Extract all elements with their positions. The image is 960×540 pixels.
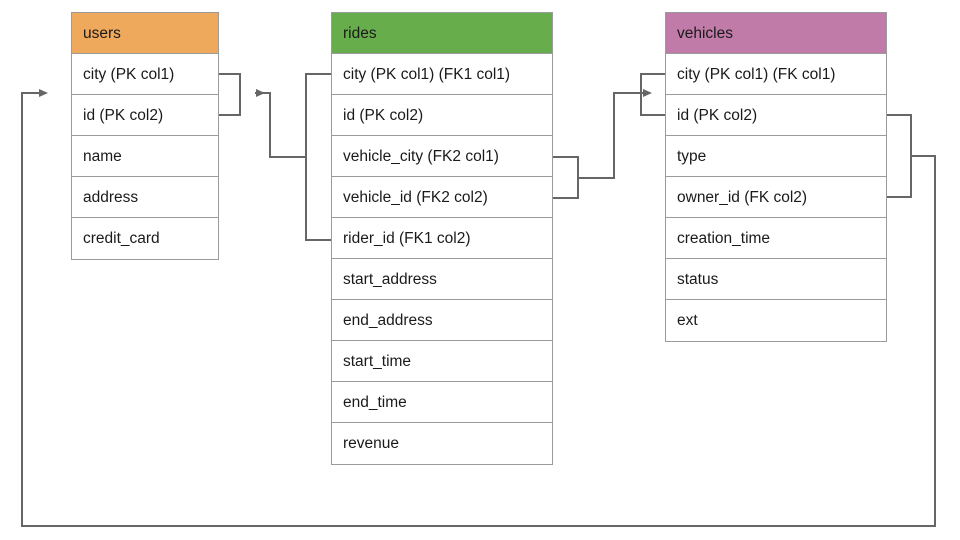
table-users-column-city[interactable]: city (PK col1) xyxy=(72,54,218,95)
table-vehicles-column-status[interactable]: status xyxy=(666,259,886,300)
table-users[interactable]: users city (PK col1) id (PK col2) name a… xyxy=(71,12,219,260)
table-users-column-credit-card[interactable]: credit_card xyxy=(72,218,218,259)
table-rides-title: rides xyxy=(332,13,552,54)
table-rides-column-revenue[interactable]: revenue xyxy=(332,423,552,464)
table-vehicles-column-city[interactable]: city (PK col1) (FK col1) xyxy=(666,54,886,95)
table-rides-column-id[interactable]: id (PK col2) xyxy=(332,95,552,136)
table-rides-column-rider-id[interactable]: rider_id (FK1 col2) xyxy=(332,218,552,259)
table-vehicles-column-creation-time[interactable]: creation_time xyxy=(666,218,886,259)
table-rides-column-start-address[interactable]: start_address xyxy=(332,259,552,300)
edge-rides-rider-to-users xyxy=(218,73,332,241)
table-rides-column-start-time[interactable]: start_time xyxy=(332,341,552,382)
table-rides-column-vehicle-id[interactable]: vehicle_id (FK2 col2) xyxy=(332,177,552,218)
table-rides-column-city[interactable]: city (PK col1) (FK1 col1) xyxy=(332,54,552,95)
edge-vehicles-owner-to-users xyxy=(21,89,936,527)
table-rides-column-vehicle-city[interactable]: vehicle_city (FK2 col1) xyxy=(332,136,552,177)
table-users-column-address[interactable]: address xyxy=(72,177,218,218)
table-rides-column-end-time[interactable]: end_time xyxy=(332,382,552,423)
table-rides-column-end-address[interactable]: end_address xyxy=(332,300,552,341)
table-users-column-name[interactable]: name xyxy=(72,136,218,177)
table-vehicles[interactable]: vehicles city (PK col1) (FK col1) id (PK… xyxy=(665,12,887,342)
table-users-title: users xyxy=(72,13,218,54)
table-vehicles-column-ext[interactable]: ext xyxy=(666,300,886,341)
table-vehicles-column-id[interactable]: id (PK col2) xyxy=(666,95,886,136)
table-rides[interactable]: rides city (PK col1) (FK1 col1) id (PK c… xyxy=(331,12,553,465)
table-vehicles-column-type[interactable]: type xyxy=(666,136,886,177)
edge-rides-vehicle-to-vehicles xyxy=(552,73,666,199)
table-vehicles-column-owner-id[interactable]: owner_id (FK col2) xyxy=(666,177,886,218)
table-vehicles-title: vehicles xyxy=(666,13,886,54)
table-users-column-id[interactable]: id (PK col2) xyxy=(72,95,218,136)
